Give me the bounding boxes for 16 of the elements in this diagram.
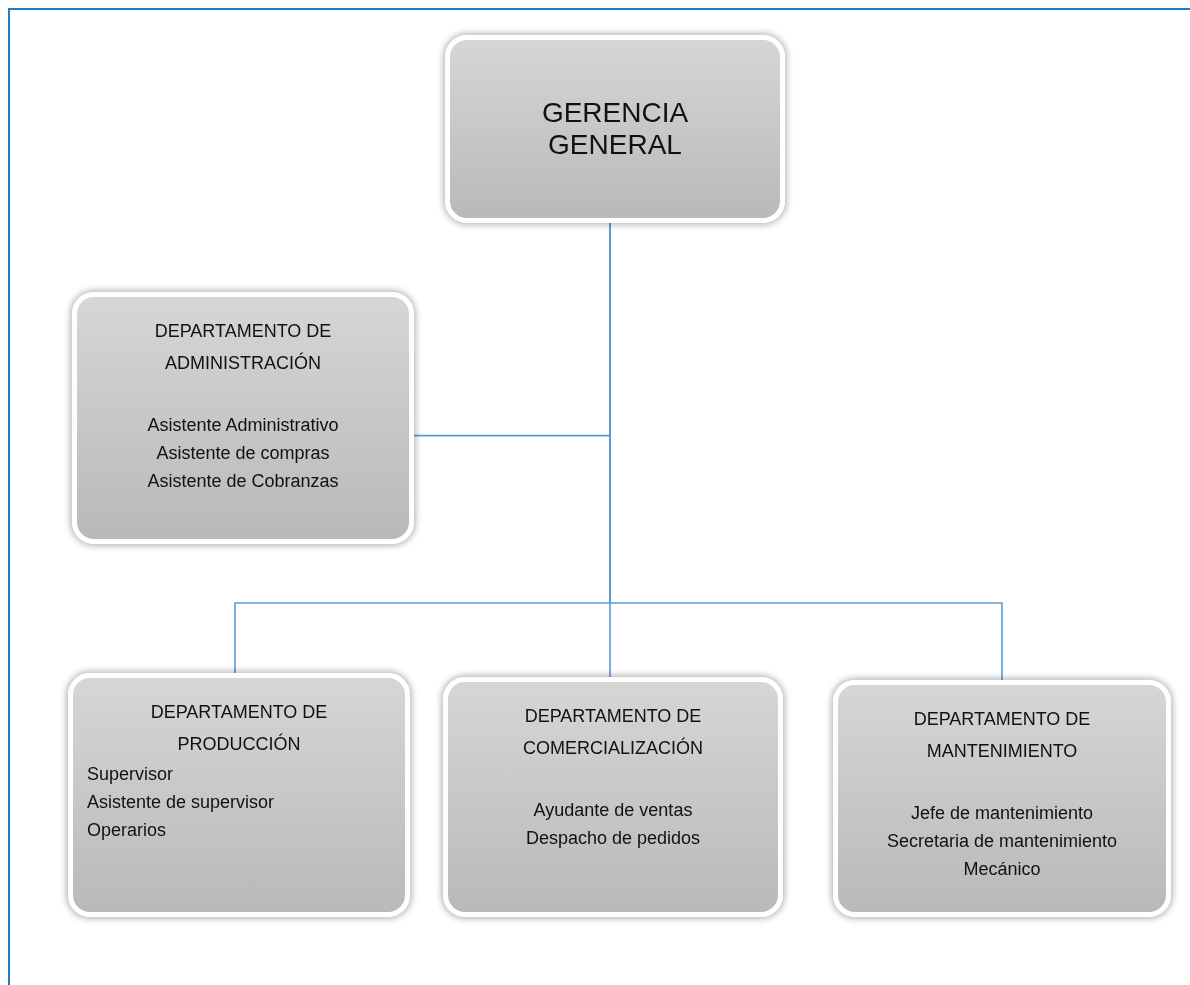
role-text: Secretaria de mantenimiento — [886, 830, 1118, 853]
department-heading: DEPARTAMENTO DE MANTENIMIENTO — [912, 708, 1092, 763]
role-text: Despacho de pedidos — [525, 827, 701, 850]
role-text: Asistente de supervisor — [87, 791, 275, 814]
department-heading: DEPARTAMENTO DE COMERCIALIZACIÓN — [522, 705, 704, 760]
department-heading: DEPARTAMENTO DE ADMINISTRACIÓN — [153, 320, 333, 375]
title-text: GERENCIA GENERAL — [540, 97, 690, 161]
role-text: Asistente de Cobranzas — [147, 470, 339, 493]
role-text: Supervisor — [87, 763, 174, 786]
role-text: Asistente de compras — [156, 442, 330, 465]
department-heading: DEPARTAMENTO DE PRODUCCIÓN — [149, 701, 329, 756]
role-text: Ayudante de ventas — [533, 799, 693, 822]
role-text: Asistente Administrativo — [147, 414, 339, 437]
role-text: Mecánico — [963, 858, 1041, 881]
role-text: Operarios — [87, 819, 167, 842]
role-text: Jefe de mantenimiento — [910, 802, 1094, 825]
